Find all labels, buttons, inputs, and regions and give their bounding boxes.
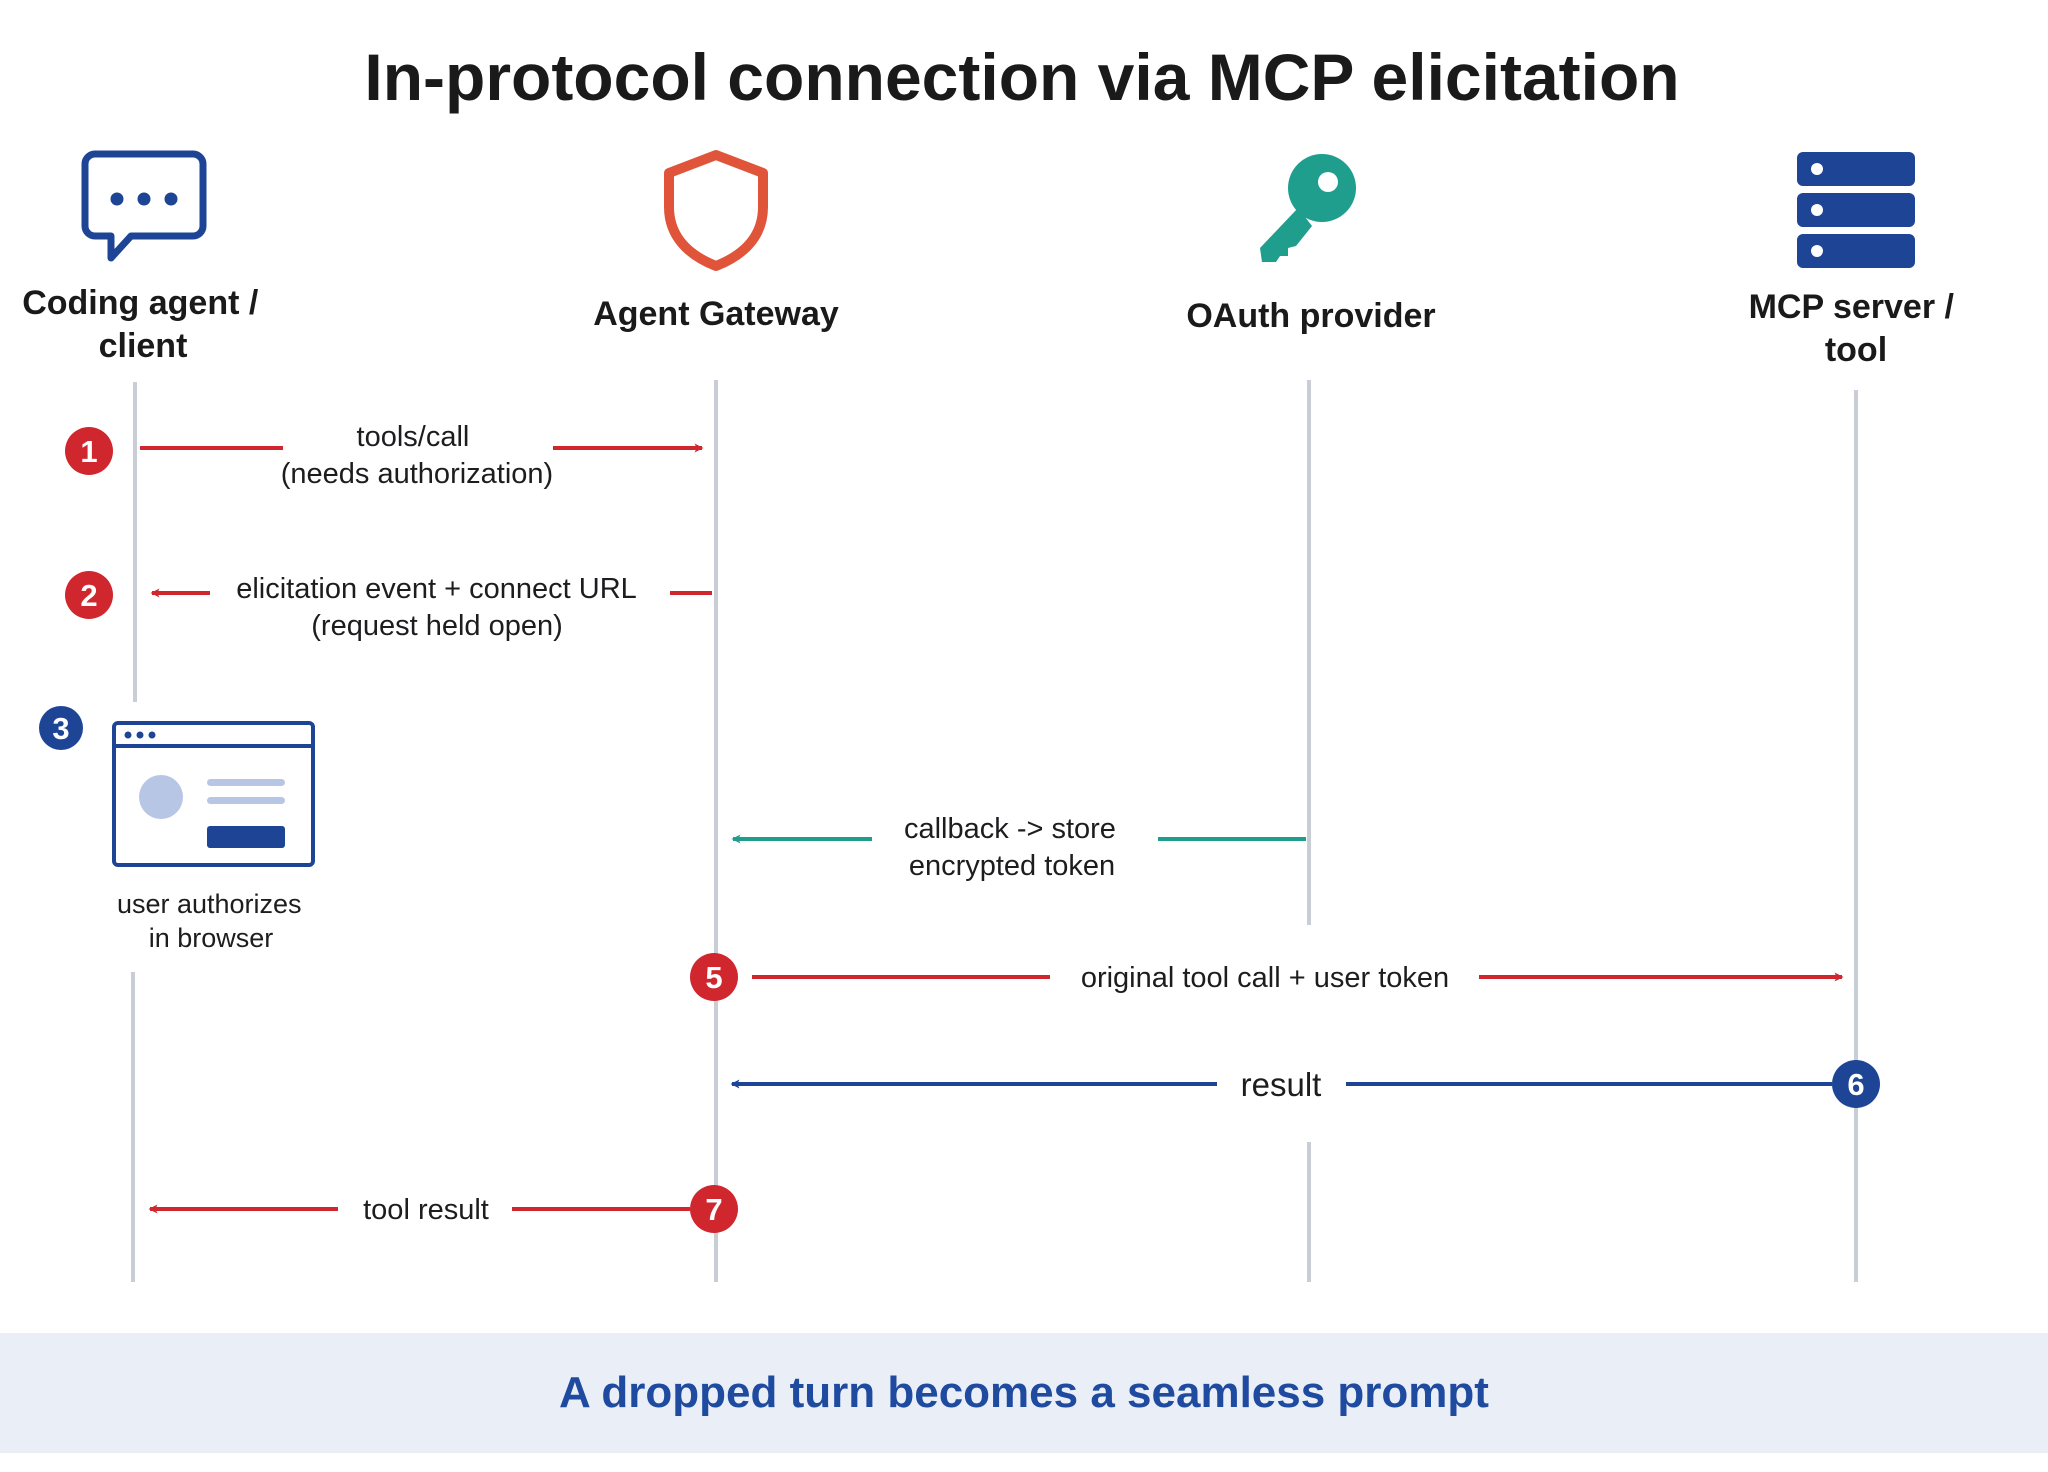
svg-text:3: 3 <box>52 711 69 746</box>
actor-label-client: Coding agent / client <box>22 284 268 365</box>
step-6-label: result <box>1241 1066 1322 1103</box>
callback-label: callback -> store encrypted token <box>904 813 1124 882</box>
step-2-badge: 2 <box>65 571 113 619</box>
svg-text:5: 5 <box>705 960 722 995</box>
step-3-label: user authorizes in browser <box>117 889 309 953</box>
step-2-message: elicitation event + connect URL (request… <box>150 573 712 642</box>
step-3-badge: 3 <box>39 706 83 750</box>
step-7-label: tool result <box>363 1194 489 1226</box>
step-7-badge: 7 <box>690 1185 738 1233</box>
step-7-message: tool result <box>148 1194 690 1226</box>
step-6-badge: 6 <box>1832 1060 1880 1108</box>
actor-label-oauth: OAuth provider <box>1186 297 1435 335</box>
svg-text:1: 1 <box>80 434 97 469</box>
lifelines <box>131 380 1858 1282</box>
svg-text:6: 6 <box>1847 1067 1864 1102</box>
shield-icon <box>664 150 768 271</box>
step-1-label: tools/call (needs authorization) <box>281 421 553 490</box>
footer-band <box>0 1333 2048 1453</box>
step-5-message: original tool call + user token <box>752 962 1844 994</box>
actor-label-server: MCP server / tool <box>1749 288 1964 369</box>
svg-text:7: 7 <box>705 1192 722 1227</box>
svg-text:2: 2 <box>80 578 97 613</box>
step-1-badge: 1 <box>65 427 113 475</box>
step-2-label: elicitation event + connect URL (request… <box>236 573 644 642</box>
server-stack-icon <box>1797 152 1915 268</box>
callback-message: callback -> store encrypted token <box>731 813 1306 882</box>
actor-label-gateway: Agent Gateway <box>593 295 839 333</box>
step-5-badge: 5 <box>690 953 738 1001</box>
key-icon <box>1260 154 1356 262</box>
step-5-label: original tool call + user token <box>1081 962 1449 994</box>
browser-window-icon <box>112 721 315 867</box>
step-1-message: tools/call (needs authorization) <box>140 421 704 490</box>
chat-bubble-icon <box>81 150 207 262</box>
diagram-title: In-protocol connection via MCP elicitati… <box>364 40 1679 114</box>
footer-caption: A dropped turn becomes a seamless prompt <box>559 1368 1489 1417</box>
step-6-message: result <box>730 1066 1832 1103</box>
